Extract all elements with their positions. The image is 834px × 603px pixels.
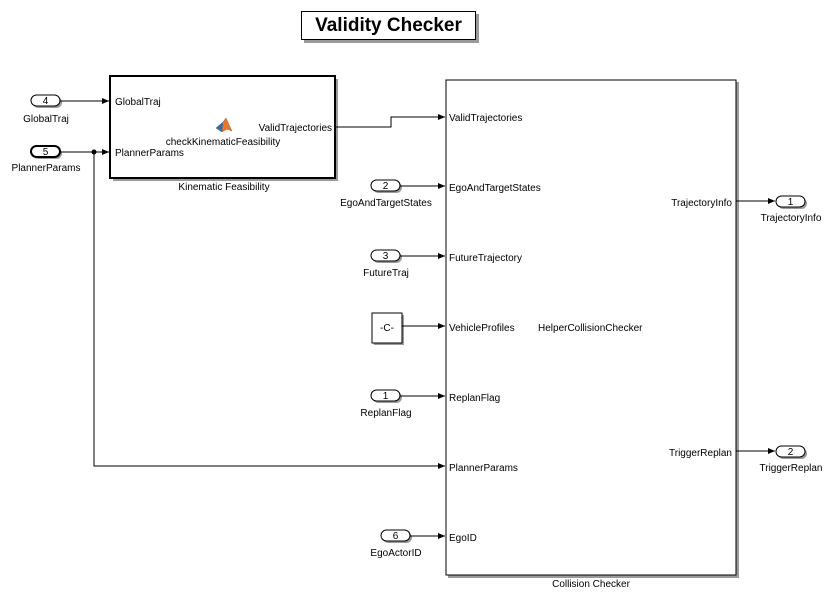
outport-number: 1 [788,197,794,208]
inport-label-globaltraj: GlobalTraj [23,114,69,125]
outport-label-triggerreplan: TriggerReplan [759,463,823,474]
inport-number: 1 [383,391,389,402]
collision-checker-block[interactable]: ValidTrajectories EgoAndTargetStates Fut… [445,79,739,578]
inport-label-futuretraj: FutureTraj [363,268,409,279]
kinematic-feasibility-block[interactable]: GlobalTraj PlannerParams ValidTrajectori… [109,75,338,181]
constant-value: -C- [380,323,394,334]
constant-block[interactable]: -C- [371,312,404,345]
inport-number: 4 [43,96,49,107]
cc-in-replanflag-label: ReplanFlag [449,393,500,404]
inport-number: 3 [383,251,389,262]
kinematic-block-name: Kinematic Feasibility [178,182,270,193]
collision-block-name: Collision Checker [552,579,630,590]
outport-triggerreplan[interactable]: 2 [775,445,807,459]
signal-validtrajectories[interactable] [335,114,445,128]
inport-label-replanflag: ReplanFlag [360,408,412,419]
inport-plannerparams[interactable]: 5 [30,145,62,159]
cc-in-egoid-label: EgoID [449,533,477,544]
inport-egoandtargetstates[interactable]: 2 [370,179,402,193]
outport-trajectoryinfo[interactable]: 1 [775,195,807,209]
inport-label-egoandtargetstates: EgoAndTargetStates [340,198,432,209]
outport-number: 2 [788,447,794,458]
kf-out-validtrajectories-label: ValidTrajectories [259,123,332,134]
inport-futuretraj[interactable]: 3 [370,249,402,263]
branch-point [91,149,97,155]
matlab-logo-icon [215,117,233,133]
inport-egoactorid[interactable]: 6 [380,529,412,543]
signal-plannerparams-to-cc[interactable] [93,152,445,469]
cc-function-name: HelperCollisionChecker [538,323,643,334]
cc-in-egoandtargetstates-label: EgoAndTargetStates [449,183,541,194]
inport-number: 5 [43,147,49,158]
kf-function-name: checkKinematicFeasibility [166,137,281,148]
kf-in-globaltraj-label: GlobalTraj [115,97,161,108]
inport-globaltraj[interactable]: 4 [30,94,62,108]
cc-in-plannerparams-label: PlannerParams [449,463,518,474]
inport-number: 6 [393,531,399,542]
cc-out-triggerreplan-label: TriggerReplan [669,448,732,459]
kf-in-plannerparams-label: PlannerParams [115,148,184,159]
inport-label-plannerparams: PlannerParams [11,163,81,174]
cc-in-vehicleprofiles-label: VehicleProfiles [449,323,515,334]
inport-replanflag[interactable]: 1 [370,389,402,403]
cc-out-trajectoryinfo-label: TrajectoryInfo [671,198,732,209]
diagram-title: Validity Checker [301,11,476,40]
cc-in-futuretrajectory-label: FutureTrajectory [449,253,522,264]
inport-label-egoactorid: EgoActorID [370,548,422,559]
inport-number: 2 [383,181,389,192]
outport-label-trajectoryinfo: TrajectoryInfo [760,213,822,224]
cc-in-validtrajectories-label: ValidTrajectories [449,113,522,124]
